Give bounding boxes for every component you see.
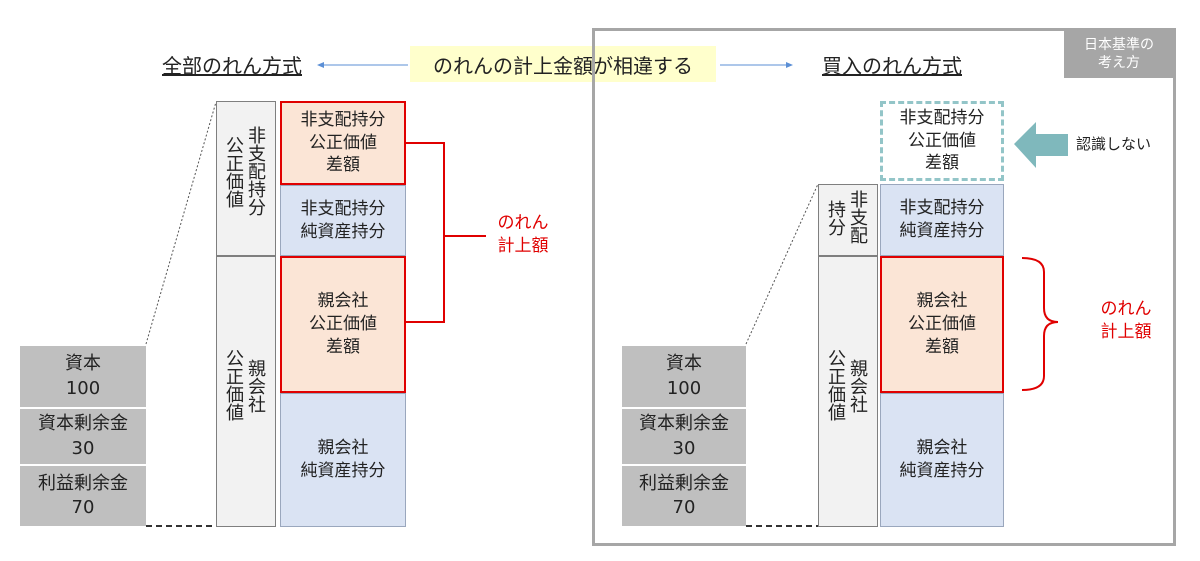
cell-line: 純資産持分 xyxy=(899,461,985,481)
col-label-b: 非支配持分 xyxy=(245,126,266,216)
equity-label: 利益剰余金 xyxy=(38,472,128,494)
right-nci-net-assets: 非支配持分 純資産持分 xyxy=(880,184,1004,256)
col-label-b: 親会社 xyxy=(847,359,868,413)
cell-line: 親会社 xyxy=(317,438,369,459)
cell-line: 親会社 xyxy=(916,438,968,459)
equity-label: 利益剰余金 xyxy=(639,472,729,494)
left-goodwill-label: のれん 計上額 xyxy=(488,212,558,258)
right-goodwill-label: のれん 計上額 xyxy=(1090,298,1162,344)
right-equity-retained-earnings: 利益剰余金 70 xyxy=(622,466,746,526)
japan-gaap-frame xyxy=(592,28,1176,546)
cell-line: 非支配持分 xyxy=(899,107,985,128)
cell-line: 差額 xyxy=(925,336,959,357)
left-parent-fair-value-column: 親会社 公正価値 xyxy=(216,256,276,527)
left-nci-net-assets: 非支配持分 純資産持分 xyxy=(280,185,406,256)
equity-label: 資本 xyxy=(666,353,702,375)
goodwill-line: のれん xyxy=(1100,299,1152,319)
col-label-a: 公正価値 xyxy=(825,349,846,421)
right-projection-dotted xyxy=(745,183,819,345)
cell-line: 純資産持分 xyxy=(300,221,386,242)
difference-label: のれんの計上金額が相違する xyxy=(410,46,716,82)
col-label-a: 持分 xyxy=(825,200,846,236)
left-equity-capital-surplus: 資本剰余金 30 xyxy=(20,409,146,464)
cell-line: 差額 xyxy=(925,153,959,174)
right-goodwill-brace xyxy=(1021,257,1059,391)
right-nci-fair-value-diff-unrecognized: 非支配持分 公正価値 差額 xyxy=(880,101,1004,181)
cell-line: 非支配持分 xyxy=(300,109,386,130)
left-title: 全部のれん方式 xyxy=(162,54,302,78)
equity-value: 100 xyxy=(666,377,702,399)
right-title: 買入のれん方式 xyxy=(822,54,962,78)
cell-line: 純資産持分 xyxy=(300,461,386,481)
left-nci-fair-value-diff: 非支配持分 公正価値 差額 xyxy=(280,101,406,185)
cell-line: 公正価値 xyxy=(309,132,377,153)
equity-value: 30 xyxy=(672,437,696,459)
right-equity-capital: 資本 100 xyxy=(622,346,746,407)
equity-label: 資本 xyxy=(65,353,101,375)
equity-value: 70 xyxy=(672,497,696,518)
cell-line: 差額 xyxy=(326,336,360,357)
left-projection-dotted xyxy=(145,101,217,345)
left-goodwill-bracket xyxy=(406,142,445,323)
right-nci-column: 非支配 持分 xyxy=(818,184,878,256)
equity-value: 100 xyxy=(65,377,101,399)
cell-line: 公正価値 xyxy=(908,314,976,335)
col-label-b: 非支配 xyxy=(847,190,868,244)
cell-line: 親会社 xyxy=(317,291,369,312)
col-label-a: 公正価値 xyxy=(223,136,244,208)
right-parent-net-assets: 親会社 純資産持分 xyxy=(880,393,1004,527)
cell-line: 非支配持分 xyxy=(300,198,386,219)
right-parent-fair-value-column: 親会社 公正価値 xyxy=(818,256,878,527)
equity-label: 資本剰余金 xyxy=(38,413,128,435)
goodwill-line: 計上額 xyxy=(1100,321,1152,342)
badge-line2: 考え方 xyxy=(1098,55,1140,71)
goodwill-line: 計上額 xyxy=(497,235,549,256)
right-equity-capital-surplus: 資本剰余金 30 xyxy=(622,409,746,464)
cell-line: 親会社 xyxy=(916,291,968,312)
col-label-a: 公正価値 xyxy=(223,349,244,421)
japan-gaap-badge: 日本基準の 考え方 xyxy=(1064,30,1174,78)
left-equity-capital: 資本 100 xyxy=(20,346,146,407)
cell-line: 純資産持分 xyxy=(899,221,985,241)
cell-line: 非支配持分 xyxy=(899,198,985,219)
not-recognized-label: 認識しない xyxy=(1076,135,1152,153)
not-recognized-arrow xyxy=(1014,122,1068,168)
left-parent-net-assets: 親会社 純資産持分 xyxy=(280,393,406,527)
cell-line: 公正価値 xyxy=(309,314,377,335)
goodwill-line: のれん xyxy=(497,213,549,233)
left-equity-retained-earnings: 利益剰余金 70 xyxy=(20,466,146,526)
badge-line1: 日本基準の xyxy=(1084,36,1154,53)
cell-line: 公正価値 xyxy=(908,130,976,151)
right-parent-fair-value-diff: 親会社 公正価値 差額 xyxy=(880,256,1004,393)
equity-label: 資本剰余金 xyxy=(639,413,729,435)
left-nci-fair-value-column: 非支配持分 公正価値 xyxy=(216,101,276,256)
col-label-b: 親会社 xyxy=(245,359,266,413)
equity-value: 30 xyxy=(71,437,95,459)
cell-line: 差額 xyxy=(326,155,360,176)
left-parent-fair-value-diff: 親会社 公正価値 差額 xyxy=(280,256,406,393)
equity-value: 70 xyxy=(71,497,95,518)
